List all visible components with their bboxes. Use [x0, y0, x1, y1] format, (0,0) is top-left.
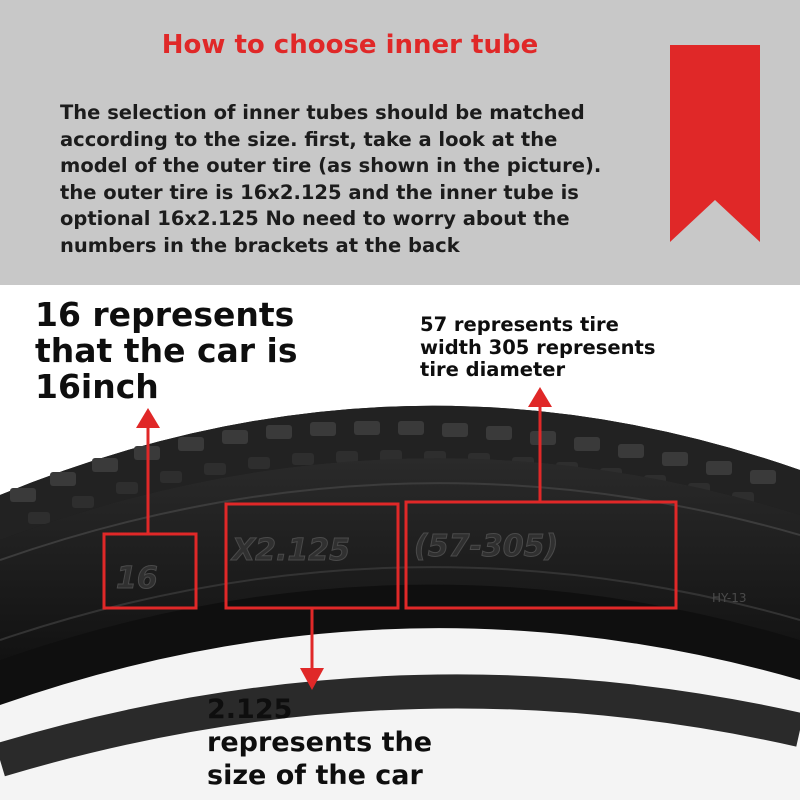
page-title: How to choose inner tube: [161, 30, 539, 60]
paragraph-line: numbers in the brackets at the back: [60, 233, 460, 257]
label-16-inch: 16 represents that the car is 16inch: [35, 297, 298, 405]
paragraph-line: optional 16x2.125 No need to worry about…: [60, 207, 570, 230]
label-line: 16 represents: [35, 295, 295, 334]
paragraph-line: The selection of inner tubes should be m…: [60, 101, 585, 124]
label-line: tire diameter: [420, 358, 566, 381]
highlight-box-16: [102, 532, 198, 610]
paragraph-line: the outer tire is 16x2.125 and the inner…: [60, 180, 579, 204]
label-line: that the car is: [35, 331, 298, 370]
label-2125-size: 2.125 represents the size of the car: [207, 693, 432, 792]
paragraph-line: model of the outer tire (as shown in the…: [60, 154, 602, 177]
marking-x2125: X2.125: [230, 533, 350, 568]
bookmark-ribbon-icon: [670, 45, 760, 242]
arrow-head-up-icon: [136, 408, 160, 428]
tire-sidewall: [0, 458, 800, 660]
instructions-paragraph: The selection of inner tubes should be m…: [60, 100, 660, 259]
label-line: 16inch: [35, 367, 159, 406]
marking-code: HY-13: [712, 591, 747, 605]
marking-16: 16: [116, 561, 158, 596]
paragraph-line: according to the size. first, take a loo…: [60, 127, 558, 151]
label-width-diameter: 57 represents tire width 305 represents …: [420, 313, 656, 382]
arrow-head-up-icon: [528, 387, 552, 407]
tread-lugs: [10, 421, 776, 502]
label-line: width 305 represents: [420, 335, 656, 359]
label-line: size of the car: [207, 760, 423, 791]
highlight-box-x2125: [224, 502, 400, 610]
arrow-head-down-icon: [300, 668, 324, 690]
label-line: 57 represents tire: [420, 313, 619, 336]
marking-bracket: (57-305): [414, 529, 558, 564]
label-line: represents the: [207, 727, 433, 758]
highlight-box-bracket: [404, 500, 678, 610]
background-below-tire: [0, 628, 800, 800]
tire-photo: 16 X2.125 (57-305) HY-13: [0, 405, 800, 800]
header-panel: How to choose inner tube The selection o…: [0, 0, 800, 285]
label-line: 2.125: [207, 694, 293, 725]
